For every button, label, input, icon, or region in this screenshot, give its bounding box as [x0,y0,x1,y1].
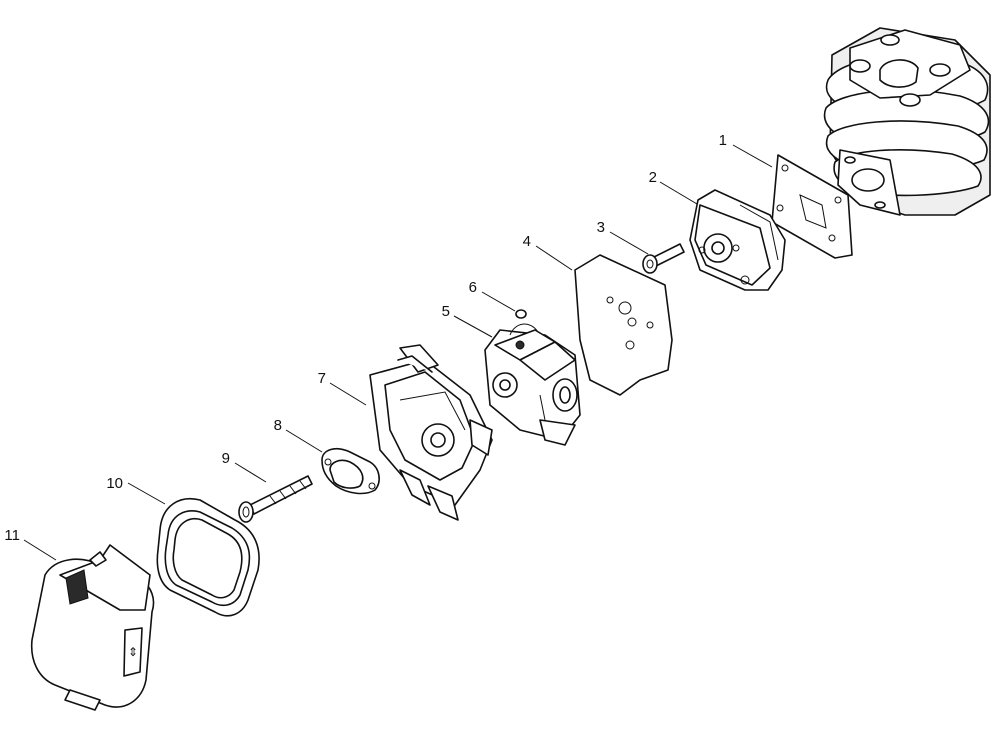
part-11-air-cleaner-cover: ⇕ [30,544,155,711]
part-9-bolt [238,475,313,523]
callout-3: 3 [597,219,649,255]
callout-10-label: 10 [106,475,123,492]
callout-8: 8 [274,417,323,453]
callout-7: 7 [318,370,367,406]
part-8-choke-plate [321,448,380,495]
callout-11-label: 11 [4,527,20,544]
callout-7-label: 7 [318,370,326,387]
part-6-plug [515,309,527,319]
part-1-gasket [771,154,853,259]
part-7-air-cleaner-case [369,344,493,521]
part-3-screw [642,243,685,274]
callout-10: 10 [106,475,166,505]
callout-2: 2 [649,169,698,205]
callout-9-label: 9 [222,450,230,467]
callout-6-label: 6 [469,279,477,296]
cover-arrow-label: ⇕ [128,645,138,659]
callout-11: 11 [4,527,57,561]
callout-3-label: 3 [597,219,605,236]
callout-6: 6 [469,279,516,312]
callout-5: 5 [442,303,493,338]
part-5-carburetor [484,323,581,446]
callout-4-label: 4 [523,233,531,250]
part-10-filter-element [156,498,260,617]
callout-9: 9 [222,450,267,483]
callout-1: 1 [719,132,773,168]
part-4-gasket [574,254,673,396]
part-2-insulator [689,189,786,291]
callout-8-label: 8 [274,417,282,434]
callout-2-label: 2 [649,169,657,186]
cylinder-icon [823,27,991,216]
callout-4: 4 [523,233,573,271]
callout-5-label: 5 [442,303,450,320]
callout-1-label: 1 [719,132,727,149]
